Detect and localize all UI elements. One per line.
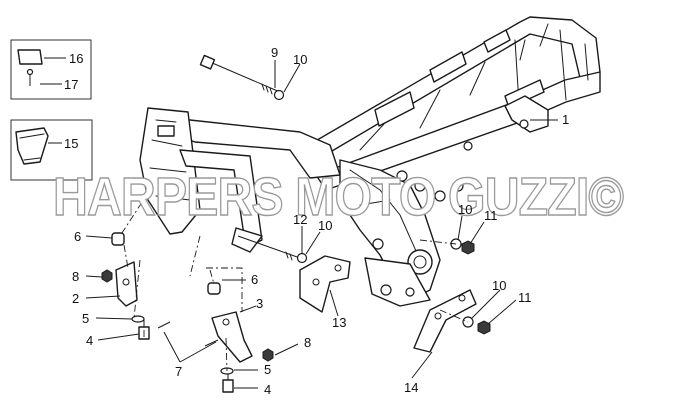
callout-1: 1 [562, 112, 569, 127]
callout-9: 9 [271, 45, 278, 60]
bracket-13 [299, 255, 351, 313]
callout-10-right: 10 [458, 202, 472, 217]
callout-10-middle: 10 [318, 218, 332, 233]
callout-11-right: 11 [484, 208, 498, 223]
callout-14: 14 [404, 380, 418, 395]
callout-labels: 1 2 3 4 4 5 5 6 6 7 8 8 9 10 10 10 10 11… [64, 45, 569, 397]
bolt-4-centre [222, 374, 234, 393]
long-bolt-12 [237, 235, 301, 261]
callout-12: 12 [293, 212, 307, 227]
washer-10-middle [296, 252, 308, 264]
nut-8-centre [262, 348, 274, 362]
callout-7: 7 [175, 364, 182, 379]
callout-8-left: 8 [72, 269, 79, 284]
assembly-lines [119, 189, 469, 372]
callout-4-left: 4 [86, 333, 93, 348]
pin-7 [157, 321, 219, 347]
nut-11-right [461, 240, 475, 255]
callout-6-left: 6 [74, 229, 81, 244]
callout-10-lower: 10 [492, 278, 506, 293]
callout-5-bottom: 5 [264, 362, 271, 377]
leader-lines [85, 60, 558, 389]
centre-bracket-3 [211, 311, 253, 363]
callout-4-bottom: 4 [264, 382, 271, 397]
washer-10-top [273, 89, 285, 101]
left-bracket-2 [115, 261, 138, 307]
callout-8-centre: 8 [304, 335, 311, 350]
callout-16: 16 [69, 51, 83, 66]
watermark-text: HARPERS MOTO GUZZI© [53, 167, 623, 227]
bracket-14 [413, 289, 477, 353]
callout-6-centre: 6 [251, 272, 258, 287]
washer-5-left [131, 315, 145, 323]
main-frame [139, 16, 601, 307]
long-bolt-9 [199, 54, 281, 95]
callout-11-lower: 11 [518, 290, 532, 305]
callout-5-left: 5 [82, 311, 89, 326]
callout-13: 13 [332, 315, 346, 330]
inset-box-16-17 [10, 39, 92, 100]
nut-11-lower [477, 320, 491, 335]
nut-8-left [101, 269, 113, 283]
callout-17: 17 [64, 77, 78, 92]
callout-15: 15 [64, 136, 78, 151]
spacer-6-centre [207, 282, 221, 295]
inset-box-15 [10, 119, 93, 181]
callout-10-top: 10 [293, 52, 307, 67]
spacer-6-left [111, 232, 125, 246]
callout-3: 3 [256, 296, 263, 311]
callout-2: 2 [72, 291, 79, 306]
